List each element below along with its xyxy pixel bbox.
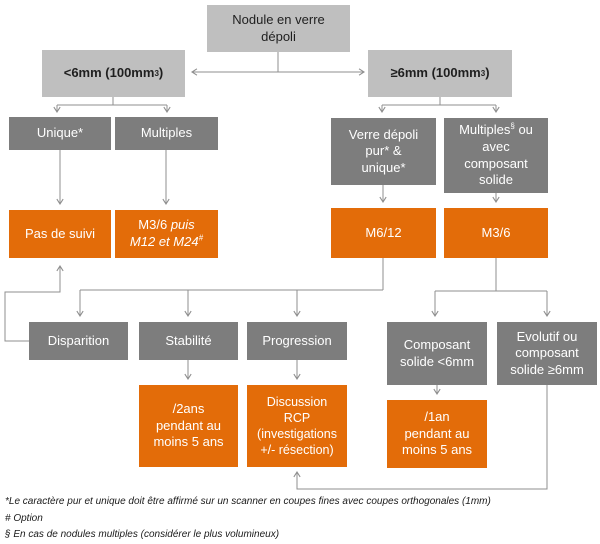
node-m612: M6/12 [331,208,436,258]
node-multiples-right: Multiples§ ou avec composant solide [444,118,548,193]
node-multiples-right-text: Multiples [459,122,511,138]
footnote-asterisk: *Le caractère pur et unique doit être af… [5,496,491,507]
node-disparition: Disparition [29,322,128,360]
node-multiples-right-rest: ou avec composant solide [464,122,533,188]
node-inf-6mm-close: ) [158,65,164,81]
node-verre-depoli-pur: Verre dépoli pur* & unique* [331,118,436,185]
node-multiples-left: Multiples [115,117,218,150]
node-pas-de-suivi: Pas de suivi [9,210,111,258]
node-unique: Unique* [9,117,111,150]
footnotes: *Le caractère pur et unique doit être af… [5,494,595,544]
node-progression: Progression [247,322,347,360]
node-discussion-rcp: Discussion RCP (investigations +/- résec… [247,385,347,467]
footnote-hash: # Option [5,512,43,524]
node-composant-solide-inf-6mm: Composant solide <6mm [387,322,487,385]
node-m36-prefix: M3/6 [138,217,171,233]
node-2ans-5ans: /2ans pendant au moins 5 ans [139,385,238,467]
node-m36: M3/6 [444,208,548,258]
superscript-section: § [510,121,515,131]
superscript-hash: # [198,233,204,243]
node-stabilite: Stabilité [139,322,238,360]
node-1an-5ans: /1an pendant au moins 5 ans [387,400,487,468]
node-nodule-verre-depoli: Nodule en verre dépoli [207,5,350,52]
node-sup-6mm-text: ≥6mm (100mm [390,65,481,81]
node-sup-6mm-close: ) [485,65,490,81]
node-m36-italic: puis M12 et M24 [129,217,199,249]
node-inf-6mm-text: <6mm (100mm [63,65,155,81]
footnote-section: § En cas de nodules multiples (considére… [5,529,280,540]
node-m36-puis-m12-m24: M3/6 puis M12 et M24# [115,210,218,258]
node-evolutif: Evolutif ou composant solide ≥6mm [497,322,597,385]
